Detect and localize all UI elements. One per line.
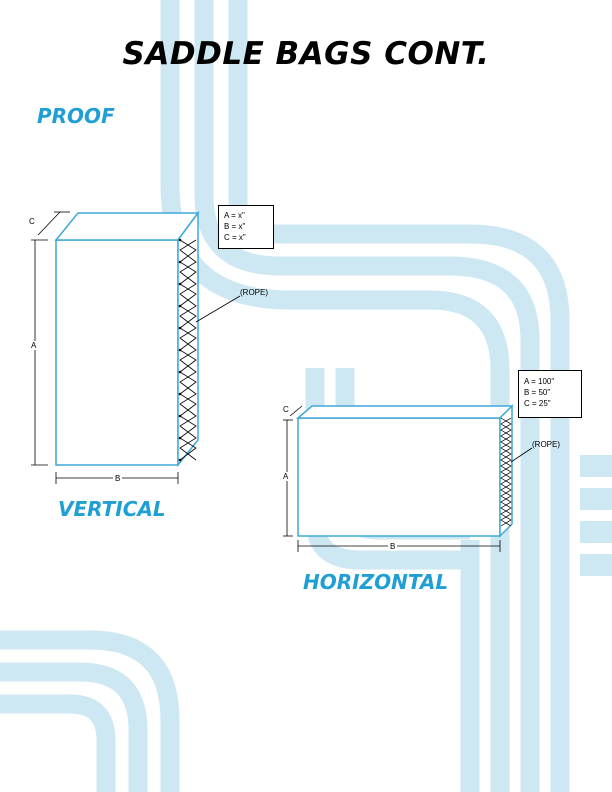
horizontal-side-face <box>499 404 513 538</box>
vertical-rope-label: (ROPE) <box>240 288 268 297</box>
horizontal-dim-c: C <box>283 405 289 414</box>
vertical-bag-diagram <box>31 210 241 484</box>
horizontal-caption: HORIZONTAL <box>303 570 449 594</box>
vertical-legend-a: A = x" <box>224 211 245 220</box>
horizontal-rope <box>500 417 512 527</box>
vertical-legend-box: A = x" B = x" C = x" <box>218 205 274 249</box>
proof-label: PROOF <box>37 104 115 128</box>
horizontal-dim-b: B <box>388 542 398 551</box>
vertical-caption: VERTICAL <box>58 497 166 521</box>
vertical-dim-c: C <box>29 217 35 226</box>
vertical-legend-b: B = x" <box>224 222 246 231</box>
vertical-legend-c: C = x" <box>224 233 246 242</box>
vertical-front-face <box>55 239 179 466</box>
vertical-dim-b: B <box>113 474 123 483</box>
horizontal-legend-a: A = 100" <box>524 377 555 386</box>
horizontal-legend-b: B = 50" <box>524 388 551 397</box>
horizontal-legend-box: A = 100" B = 50" C = 25" <box>518 370 582 418</box>
horizontal-front-face <box>297 417 501 537</box>
vertical-top-face <box>54 212 200 241</box>
horizontal-bag-diagram <box>283 404 533 552</box>
horizontal-legend-c: C = 25" <box>524 399 551 408</box>
horizontal-rope-label: (ROPE) <box>532 440 560 449</box>
horizontal-top-face <box>295 405 514 419</box>
page-title: SADDLE BAGS CONT. <box>122 36 490 72</box>
horizontal-dim-a: A <box>283 472 289 481</box>
vertical-dim-a: A <box>31 341 37 350</box>
